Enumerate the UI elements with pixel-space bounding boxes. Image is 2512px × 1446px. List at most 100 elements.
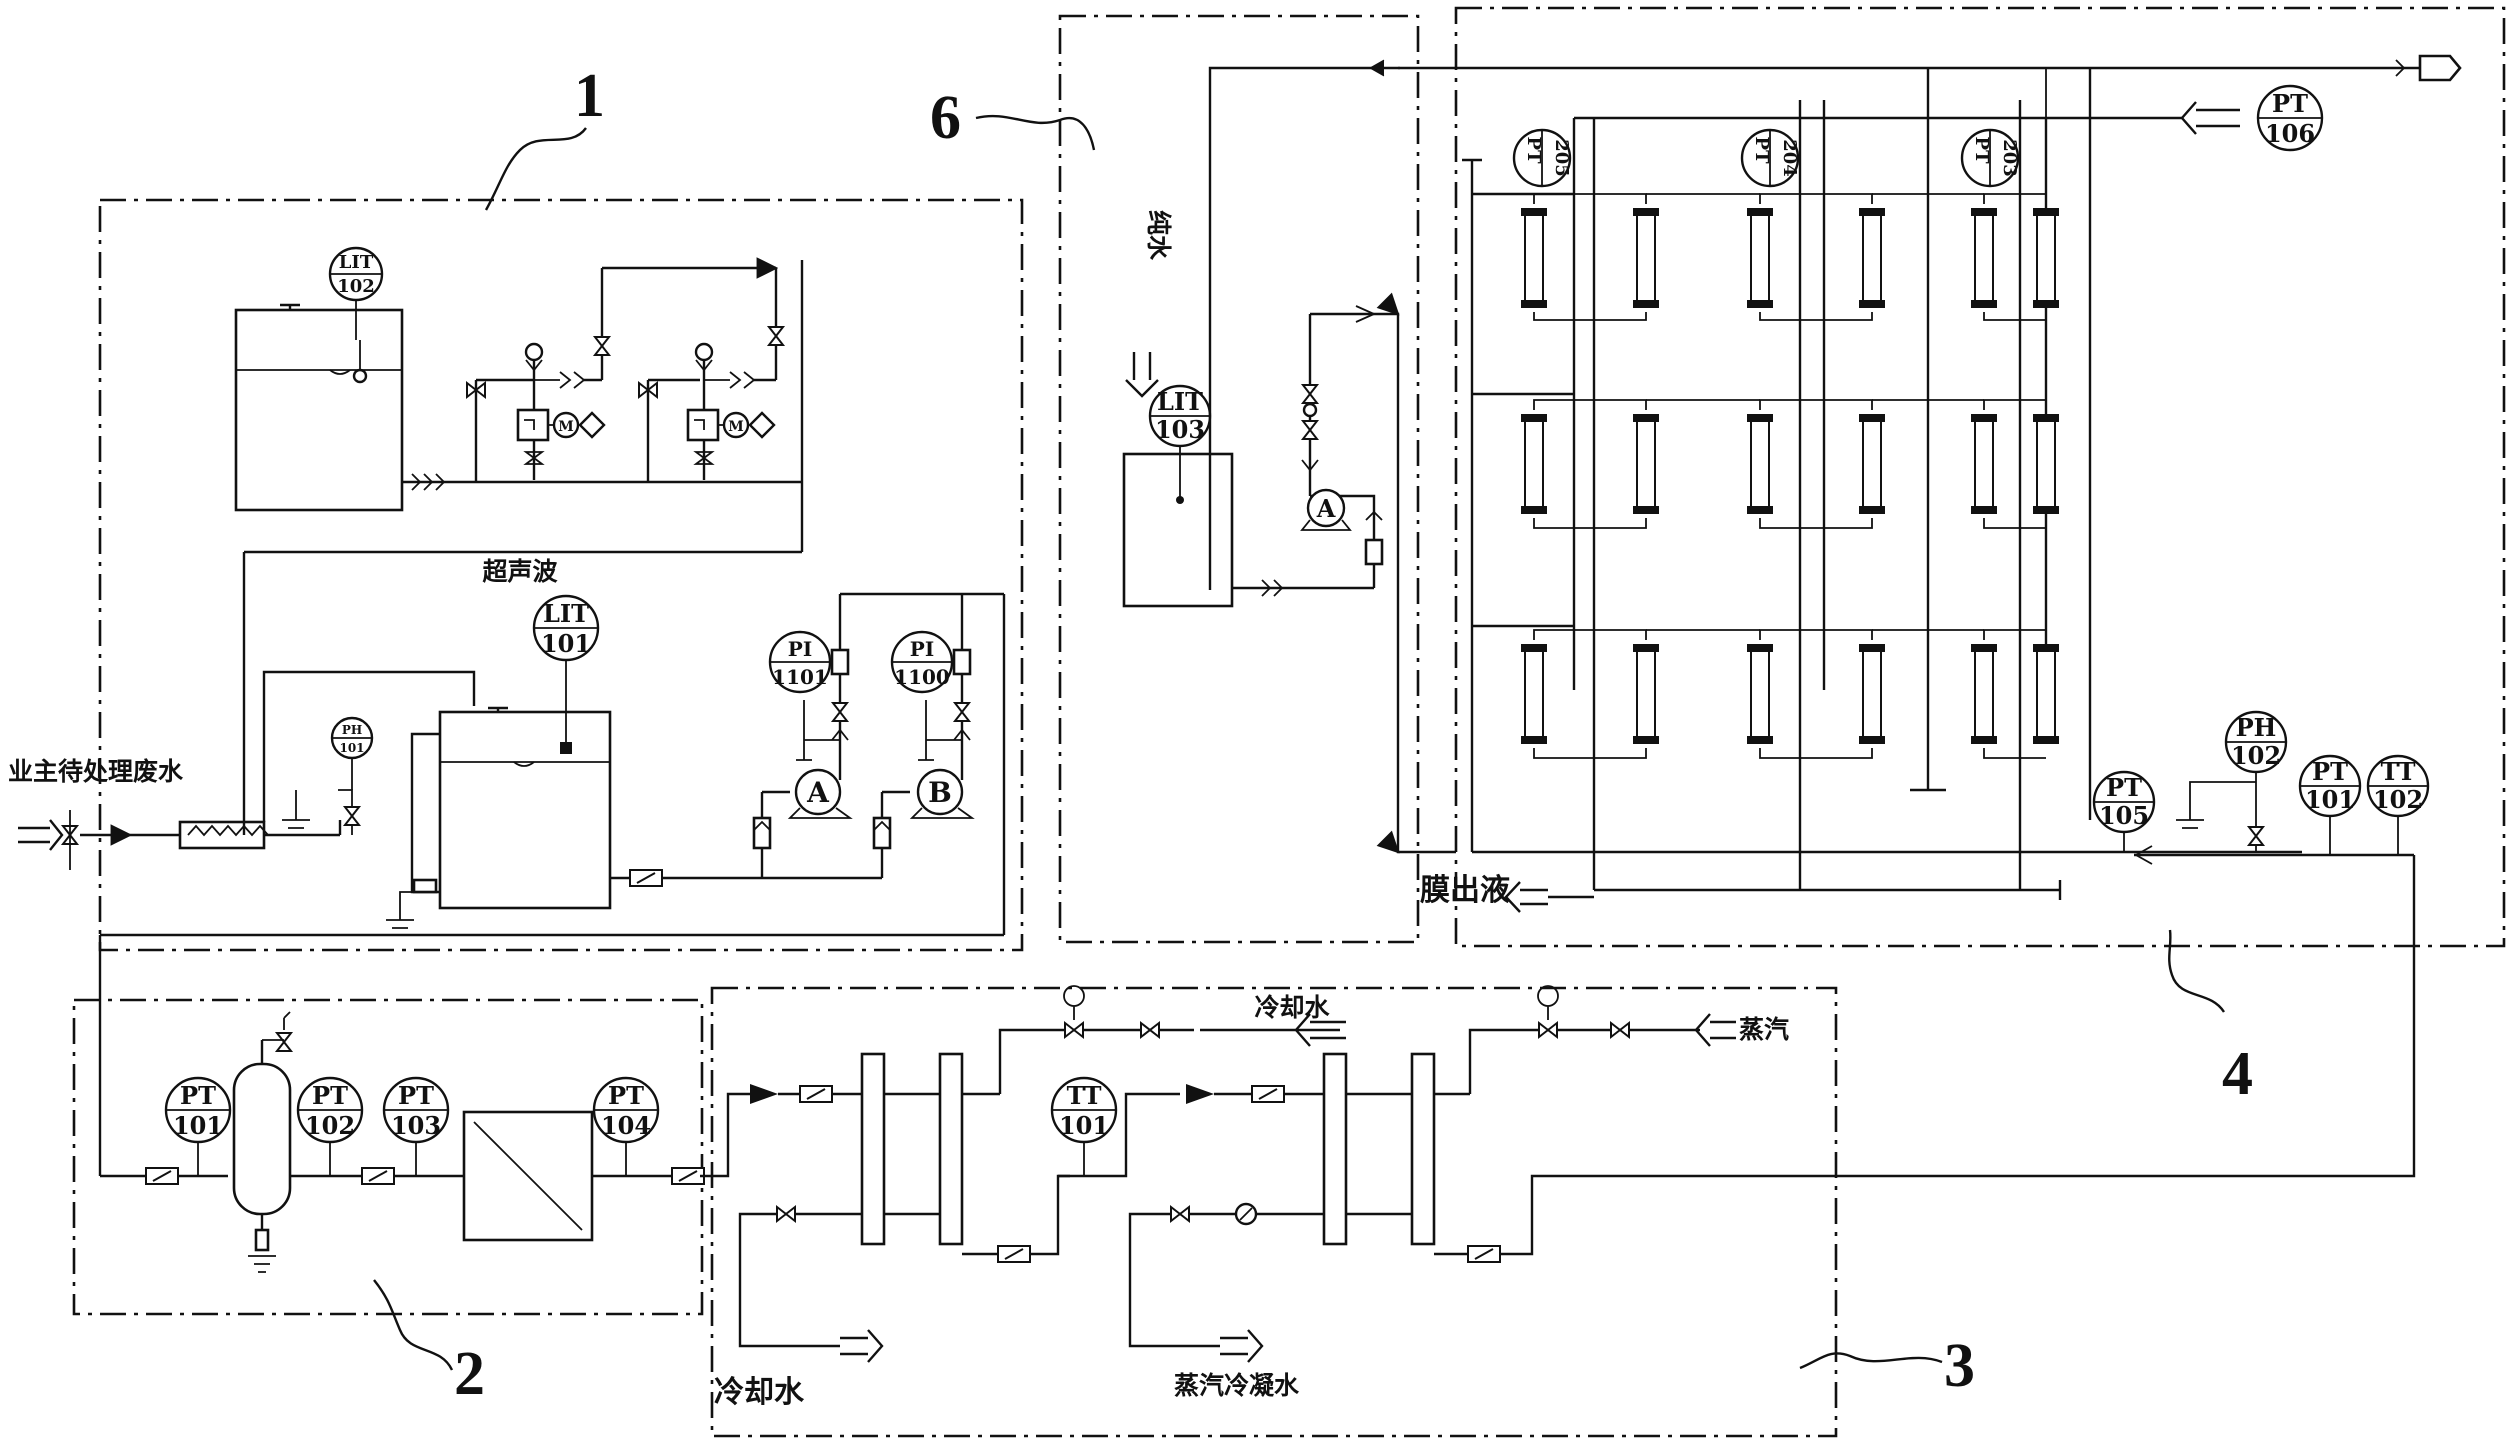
section-1-box: [98, 198, 1024, 952]
section-4: PT 106 膜出液 PT 205: [1368, 54, 2462, 913]
ultrasonic-label: 超声波: [482, 557, 558, 586]
svg-text:膜出液: 膜出液: [1420, 873, 1510, 908]
pt-101-sec2: PT 101: [164, 1076, 232, 1144]
svg-text:PT: PT: [1523, 137, 1544, 165]
svg-text:M: M: [728, 419, 744, 435]
svg-text:PT: PT: [2272, 89, 2308, 118]
pt-105: PT 105: [2092, 770, 2156, 834]
svg-text:TT: TT: [1067, 1081, 1102, 1110]
section-2-box: [72, 998, 704, 1316]
dosing-pump-1: M: [516, 408, 606, 442]
lit-101: LIT 101: [532, 594, 600, 662]
svg-text:A: A: [1316, 494, 1336, 523]
svg-text:204: 204: [1779, 139, 1800, 177]
section-3-box: [710, 986, 1838, 1438]
svg-text:PT: PT: [180, 1081, 216, 1110]
svg-text:PT: PT: [398, 1081, 434, 1110]
inlet-label: 业主待处理废水: [8, 757, 184, 786]
section-4-box: [1454, 6, 2506, 948]
svg-text:1100: 1100: [894, 665, 950, 689]
pump-b-sec1: B: [909, 768, 975, 819]
heat-exchanger-1-plate-b: [938, 1052, 964, 1246]
svg-text:LIT: LIT: [543, 599, 589, 628]
svg-text:TT: TT: [2381, 757, 2416, 786]
lit-102: LIT 102: [328, 246, 384, 302]
svg-text:B: B: [928, 776, 952, 809]
pure-water-label: 纯水: [1144, 210, 1173, 261]
svg-text:205: 205: [1551, 139, 1572, 177]
section-number-3: 3: [1944, 1332, 1975, 1400]
pt-103-sec2: PT 103: [382, 1076, 450, 1144]
pi-1100: PI 1100: [890, 630, 954, 694]
svg-text:LIT: LIT: [1157, 387, 1203, 416]
heat-exchanger-1-plate-a: [860, 1052, 886, 1246]
membrane-row-2: [1472, 392, 2060, 529]
pt-101-sec4: PT 101: [2298, 754, 2362, 818]
lit-103: LIT 103: [1148, 384, 1212, 448]
tt-102-sec4: TT 102: [2366, 754, 2430, 818]
section-3: 冷却水 冷却水 TT 101 蒸汽: [700, 855, 2416, 1410]
svg-text:203: 203: [1999, 139, 2020, 177]
ph-indicator-sec1: PH 101: [330, 716, 374, 760]
membrane-row-3: [1472, 624, 2060, 759]
svg-text:PH: PH: [342, 723, 362, 737]
svg-text:104: 104: [601, 1111, 651, 1140]
svg-text:101: 101: [173, 1111, 223, 1140]
section-6-box: [1058, 14, 1420, 944]
section-number-6: 6: [930, 84, 961, 152]
svg-text:M: M: [558, 419, 574, 435]
pt-204: PT 204: [1740, 128, 1800, 188]
section-number-2: 2: [454, 1340, 485, 1408]
cyclone-separator: [232, 1062, 292, 1216]
pt-106: PT 106: [2256, 84, 2324, 152]
svg-text:106: 106: [2265, 119, 2315, 148]
pt-102-sec2: PT 102: [296, 1076, 364, 1144]
pt-203: PT 203: [1960, 128, 2020, 188]
svg-text:1101: 1101: [772, 665, 828, 689]
svg-text:PT: PT: [2312, 757, 2348, 786]
cooling-water-out-label: 冷却水: [714, 1375, 805, 1410]
pump-a-sec6: A: [1300, 488, 1352, 531]
svg-text:102: 102: [2231, 741, 2281, 770]
tank-101: [438, 710, 612, 910]
svg-text:102: 102: [337, 276, 375, 297]
heat-exchanger-2-plate-b: [1410, 1052, 1436, 1246]
ph-102: PH 102: [2224, 710, 2288, 774]
svg-text:PT: PT: [1971, 137, 1992, 165]
section-number-4: 4: [2222, 1040, 2253, 1108]
svg-text:PT: PT: [608, 1081, 644, 1110]
svg-text:PI: PI: [788, 637, 812, 661]
steam-condensate-out-label: 蒸汽冷凝水: [1174, 1371, 1300, 1400]
pt-205: PT 205: [1512, 128, 1572, 188]
pump-a-sec1: A: [787, 768, 853, 819]
svg-text:103: 103: [1155, 415, 1205, 444]
pure-water-tank: [1122, 452, 1234, 608]
svg-text:101: 101: [1059, 1111, 1109, 1140]
svg-text:103: 103: [391, 1111, 441, 1140]
cooling-water-in-label: 冷却水: [1254, 993, 1330, 1022]
svg-text:PT: PT: [1751, 137, 1772, 165]
membrane-outlet: 膜出液: [1420, 873, 1594, 913]
svg-text:101: 101: [541, 629, 591, 658]
tt-101-sec3: TT 101: [1050, 1076, 1118, 1144]
svg-text:A: A: [806, 776, 830, 809]
svg-text:101: 101: [339, 741, 364, 755]
heat-exchanger-2-plate-a: [1322, 1052, 1348, 1246]
svg-text:102: 102: [2373, 785, 2423, 814]
dosing-pump-2: M: [686, 408, 776, 442]
svg-text:105: 105: [2099, 801, 2149, 830]
inlet-valve[interactable]: [62, 810, 78, 870]
tank-102: [234, 308, 404, 512]
pi-1101: PI 1101: [768, 630, 832, 694]
svg-text:PT: PT: [312, 1081, 348, 1110]
section-2: PT 101 PT 102 PT 103 PT 104: [100, 1011, 705, 1273]
svg-text:102: 102: [305, 1111, 355, 1140]
svg-text:PT: PT: [2106, 773, 2142, 802]
steam-in-label: 蒸汽: [1739, 1015, 1789, 1044]
section-6: 纯水 LIT 103 A: [1122, 66, 2386, 854]
section-number-1: 1: [574, 62, 605, 130]
pt-104-sec2: PT 104: [592, 1076, 660, 1144]
svg-text:PH: PH: [2236, 713, 2277, 742]
svg-text:101: 101: [2305, 785, 2355, 814]
